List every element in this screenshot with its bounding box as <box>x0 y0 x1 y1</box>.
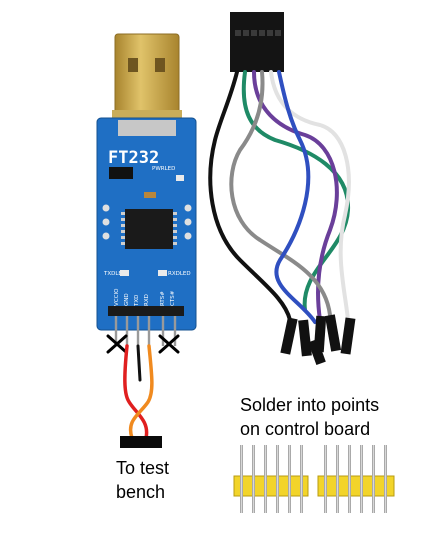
jumper-block <box>109 167 133 179</box>
pwr-led-label: PWRLED <box>152 166 175 172</box>
solder-caption-line2: on control board <box>240 417 420 441</box>
wire-purple <box>254 72 337 320</box>
txd-led <box>120 270 129 276</box>
dupont-female-connector <box>230 12 284 72</box>
ft232-board: FT232 PWRLED TXDLED RXDLED VCCIO GND TXD… <box>97 118 196 330</box>
rxd-led <box>158 270 167 276</box>
pin-label-rts: RTS# <box>160 291 166 306</box>
bench-connector <box>120 436 162 448</box>
usb-contact-left <box>128 58 138 72</box>
bench-caption-line2: bench <box>116 480 206 504</box>
usb-solder-pads <box>118 120 176 136</box>
header-strip-left <box>234 445 308 513</box>
solder-caption-line1: Solder into points <box>240 393 420 417</box>
pin-label-rxd: RXD <box>144 294 150 306</box>
dupont-pin-ends <box>280 314 355 365</box>
cut-marks <box>108 336 178 352</box>
pin-label-txd: TXD <box>134 295 140 307</box>
usb-connector <box>112 34 182 122</box>
bench-wires <box>120 346 162 448</box>
pin-label-gnd: GND <box>124 293 130 306</box>
rxd-led-label: RXDLED <box>168 271 191 277</box>
bench-caption: To test bench <box>116 456 206 504</box>
usb-plug-body <box>115 34 179 114</box>
pin-label-vccio: VCCIO <box>114 288 120 306</box>
header-strip-right <box>318 445 394 513</box>
crystal <box>144 192 156 198</box>
wire-black-short <box>138 346 140 380</box>
bench-caption-line1: To test <box>116 456 206 480</box>
pin-label-cts: CTS# <box>170 290 176 306</box>
solder-caption: Solder into points on control board <box>240 393 420 441</box>
usb-contact-right <box>155 58 165 72</box>
chip-label: FT232 <box>108 148 159 168</box>
male-pin-headers <box>234 445 394 513</box>
ribbon-wires <box>210 72 349 322</box>
dupont-cable <box>210 12 355 365</box>
board-pin-header <box>108 306 184 316</box>
wire-orange <box>131 346 152 438</box>
ft232-chip <box>125 209 173 249</box>
pwr-led <box>176 175 184 181</box>
wire-red <box>125 346 147 438</box>
